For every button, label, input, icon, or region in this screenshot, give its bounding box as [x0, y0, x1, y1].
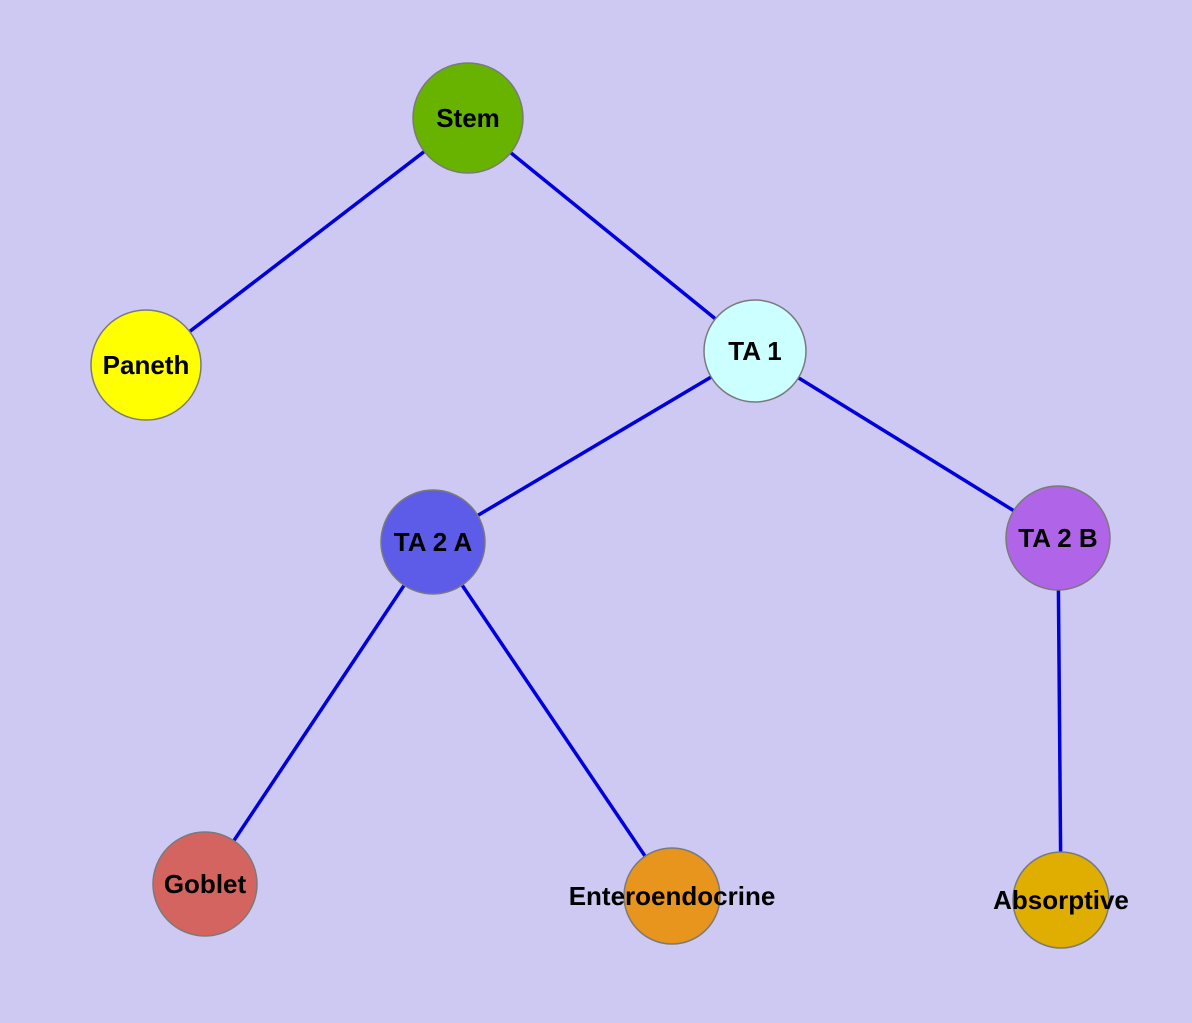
node-ta1[interactable]: TA 1 [703, 299, 807, 403]
edge-stem-paneth [144, 116, 470, 367]
node-enteroendocrine[interactable]: Enteroendocrine [569, 847, 776, 945]
ta2b-circle[interactable] [1005, 485, 1111, 591]
edge-ta2b-absorptive [1056, 537, 1063, 901]
edge-ta1-ta2a [432, 349, 756, 544]
enteroendocrine-circle[interactable] [623, 847, 721, 945]
node-paneth[interactable]: Paneth [90, 309, 202, 421]
node-absorptive[interactable]: Absorptive [993, 851, 1129, 949]
edge-ta1-ta2b [754, 349, 1059, 540]
edge-stem-ta1 [466, 116, 757, 353]
edge-ta2a-goblet [203, 541, 435, 885]
node-goblet[interactable]: Goblet [152, 831, 258, 937]
edge-layer [144, 116, 1063, 901]
paneth-circle[interactable] [90, 309, 202, 421]
node-ta2a[interactable]: TA 2 A [380, 489, 486, 595]
node-stem[interactable]: Stem [412, 62, 524, 174]
edge-ta2a-enteroendocrine [431, 541, 674, 897]
stem-circle[interactable] [412, 62, 524, 174]
node-ta2b[interactable]: TA 2 B [1005, 485, 1111, 591]
absorptive-circle[interactable] [1012, 851, 1110, 949]
ta1-circle[interactable] [703, 299, 807, 403]
goblet-circle[interactable] [152, 831, 258, 937]
ta2a-circle[interactable] [380, 489, 486, 595]
